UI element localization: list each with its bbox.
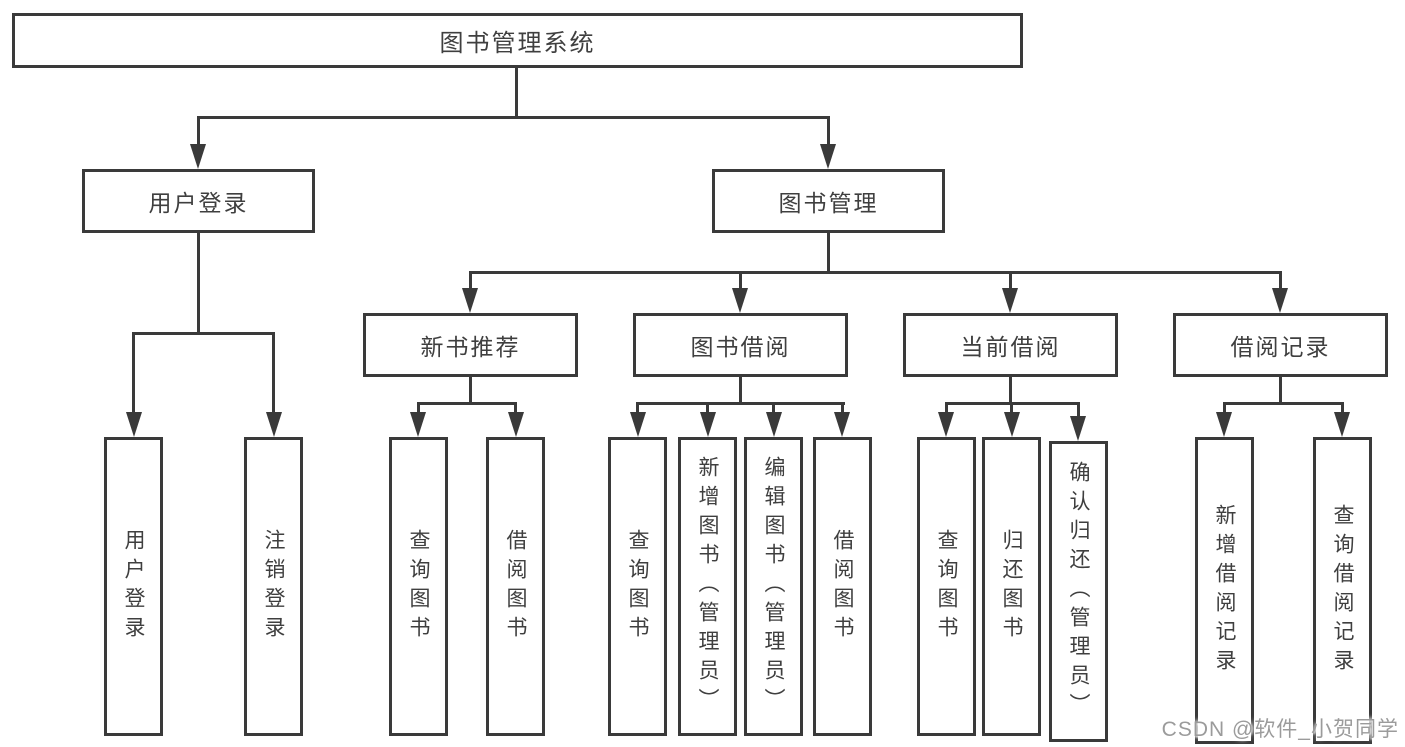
arrowhead-to-book-borrow (732, 288, 748, 313)
node-current-borrow: 当前借阅 (903, 313, 1118, 377)
connector-to-leaf (772, 402, 775, 416)
arrowhead-to-leaf (938, 412, 954, 437)
leaf-query-books-borrow: 查询图书 (608, 437, 667, 736)
leaf-add-books-admin: 新增图书（管理员） (678, 437, 737, 736)
arrowhead-to-leaf (766, 412, 782, 437)
leaf-borrow-books-recommend: 借阅图书 (486, 437, 545, 736)
connector-to-user-login (197, 116, 200, 147)
arrowhead-to-leaf (1334, 412, 1350, 437)
node-label: 确认归还（管理员） (1067, 461, 1090, 722)
node-label: 图书借阅 (690, 334, 791, 360)
leaf-edit-books-admin: 编辑图书（管理员） (744, 437, 803, 736)
node-borrow-records: 借阅记录 (1173, 313, 1388, 377)
connector-to-current-borrow (1009, 271, 1012, 291)
connector-book-management-split (469, 271, 1282, 274)
leaf-query-borrow-record: 查询借阅记录 (1313, 437, 1372, 744)
node-book-borrow: 图书借阅 (633, 313, 848, 377)
node-label: 用户登录 (122, 528, 145, 645)
connector-to-leaf (1223, 402, 1226, 416)
connector-to-borrow-records (1279, 271, 1282, 291)
connector-to-book-management (827, 116, 830, 147)
node-library-management-system: 图书管理系统 (12, 13, 1023, 68)
arrowhead-to-borrow-records (1272, 288, 1288, 313)
arrowhead-to-leaf (1070, 416, 1086, 441)
leaf-logout: 注销登录 (244, 437, 303, 736)
connector-root-stem (515, 68, 518, 119)
arrowhead-to-leaf (508, 412, 524, 437)
leaf-add-borrow-record: 新增借阅记录 (1195, 437, 1254, 744)
csdn-watermark: CSDN @软件_小贺同学 (1161, 718, 1399, 741)
connector-root-split (197, 116, 830, 119)
node-label: 查询借阅记录 (1331, 503, 1354, 678)
arrowhead-to-leaf-logout (266, 412, 282, 437)
arrowhead-to-new-book-recommend (462, 288, 478, 313)
node-label: 借阅图书 (504, 528, 527, 645)
leaf-return-books: 归还图书 (982, 437, 1041, 736)
node-label: 新增图书（管理员） (696, 456, 719, 717)
arrowhead-to-leaf (1216, 412, 1232, 437)
connector-to-leaf-user-login (132, 332, 135, 414)
connector-to-leaf (1077, 402, 1080, 420)
connector-to-leaf (417, 402, 420, 416)
arrowhead-to-leaf (630, 412, 646, 437)
node-label: 查询图书 (407, 528, 430, 645)
connector-to-book-borrow (739, 271, 742, 291)
node-label: 新增借阅记录 (1213, 503, 1236, 678)
connector-to-leaf (706, 402, 709, 416)
node-label: 借阅图书 (831, 528, 854, 645)
connector-book-management-stem (827, 233, 830, 274)
node-label: 归还图书 (1000, 528, 1023, 645)
node-label: 新书推荐 (420, 334, 521, 360)
node-label: 查询图书 (935, 528, 958, 645)
connector-to-leaf-logout (272, 332, 275, 414)
node-new-book-recommend: 新书推荐 (363, 313, 578, 377)
leaf-user-login: 用户登录 (104, 437, 163, 736)
arrowhead-to-leaf-user-login (126, 412, 142, 437)
arrowhead-to-user-login (190, 144, 206, 169)
connector-book-borrow-split (636, 402, 845, 405)
connector-user-login-split (132, 332, 275, 335)
connector-to-leaf (514, 402, 517, 416)
connector-to-leaf (1341, 402, 1344, 416)
connector-to-leaf (945, 402, 948, 416)
node-label: 图书管理系统 (439, 30, 596, 57)
leaf-borrow-books: 借阅图书 (813, 437, 872, 736)
arrowhead-to-leaf (410, 412, 426, 437)
connector-to-leaf (636, 402, 639, 416)
arrowhead-to-leaf (834, 412, 850, 437)
connector-to-leaf (1010, 402, 1013, 416)
connector-to-leaf (841, 402, 844, 416)
connector-user-login-stem (197, 233, 200, 335)
node-book-management: 图书管理 (712, 169, 945, 233)
arrowhead-to-leaf (700, 412, 716, 437)
connector-book-borrow-stem (739, 377, 742, 405)
arrowhead-to-leaf (1004, 412, 1020, 437)
leaf-query-books-recommend: 查询图书 (389, 437, 448, 736)
node-user-login: 用户登录 (82, 169, 315, 233)
connector-to-new-book-recommend (469, 271, 472, 291)
node-label: 借阅记录 (1230, 334, 1331, 360)
connector-current-borrow-stem (1009, 377, 1012, 405)
node-label: 注销登录 (262, 528, 285, 645)
connector-borrow-records-stem (1279, 377, 1282, 405)
connector-borrow-records-split (1223, 402, 1344, 405)
connector-new-book-recommend-stem (469, 377, 472, 405)
node-label: 查询图书 (626, 528, 649, 645)
node-label: 用户登录 (148, 190, 249, 216)
node-label: 当前借阅 (960, 334, 1061, 360)
leaf-query-books-current: 查询图书 (917, 437, 976, 736)
node-label: 编辑图书（管理员） (762, 456, 785, 717)
arrowhead-to-book-management (820, 144, 836, 169)
arrowhead-to-current-borrow (1002, 288, 1018, 313)
connector-new-book-recommend-split (417, 402, 517, 405)
leaf-confirm-return-admin: 确认归还（管理员） (1049, 441, 1108, 742)
node-label: 图书管理 (778, 190, 879, 216)
